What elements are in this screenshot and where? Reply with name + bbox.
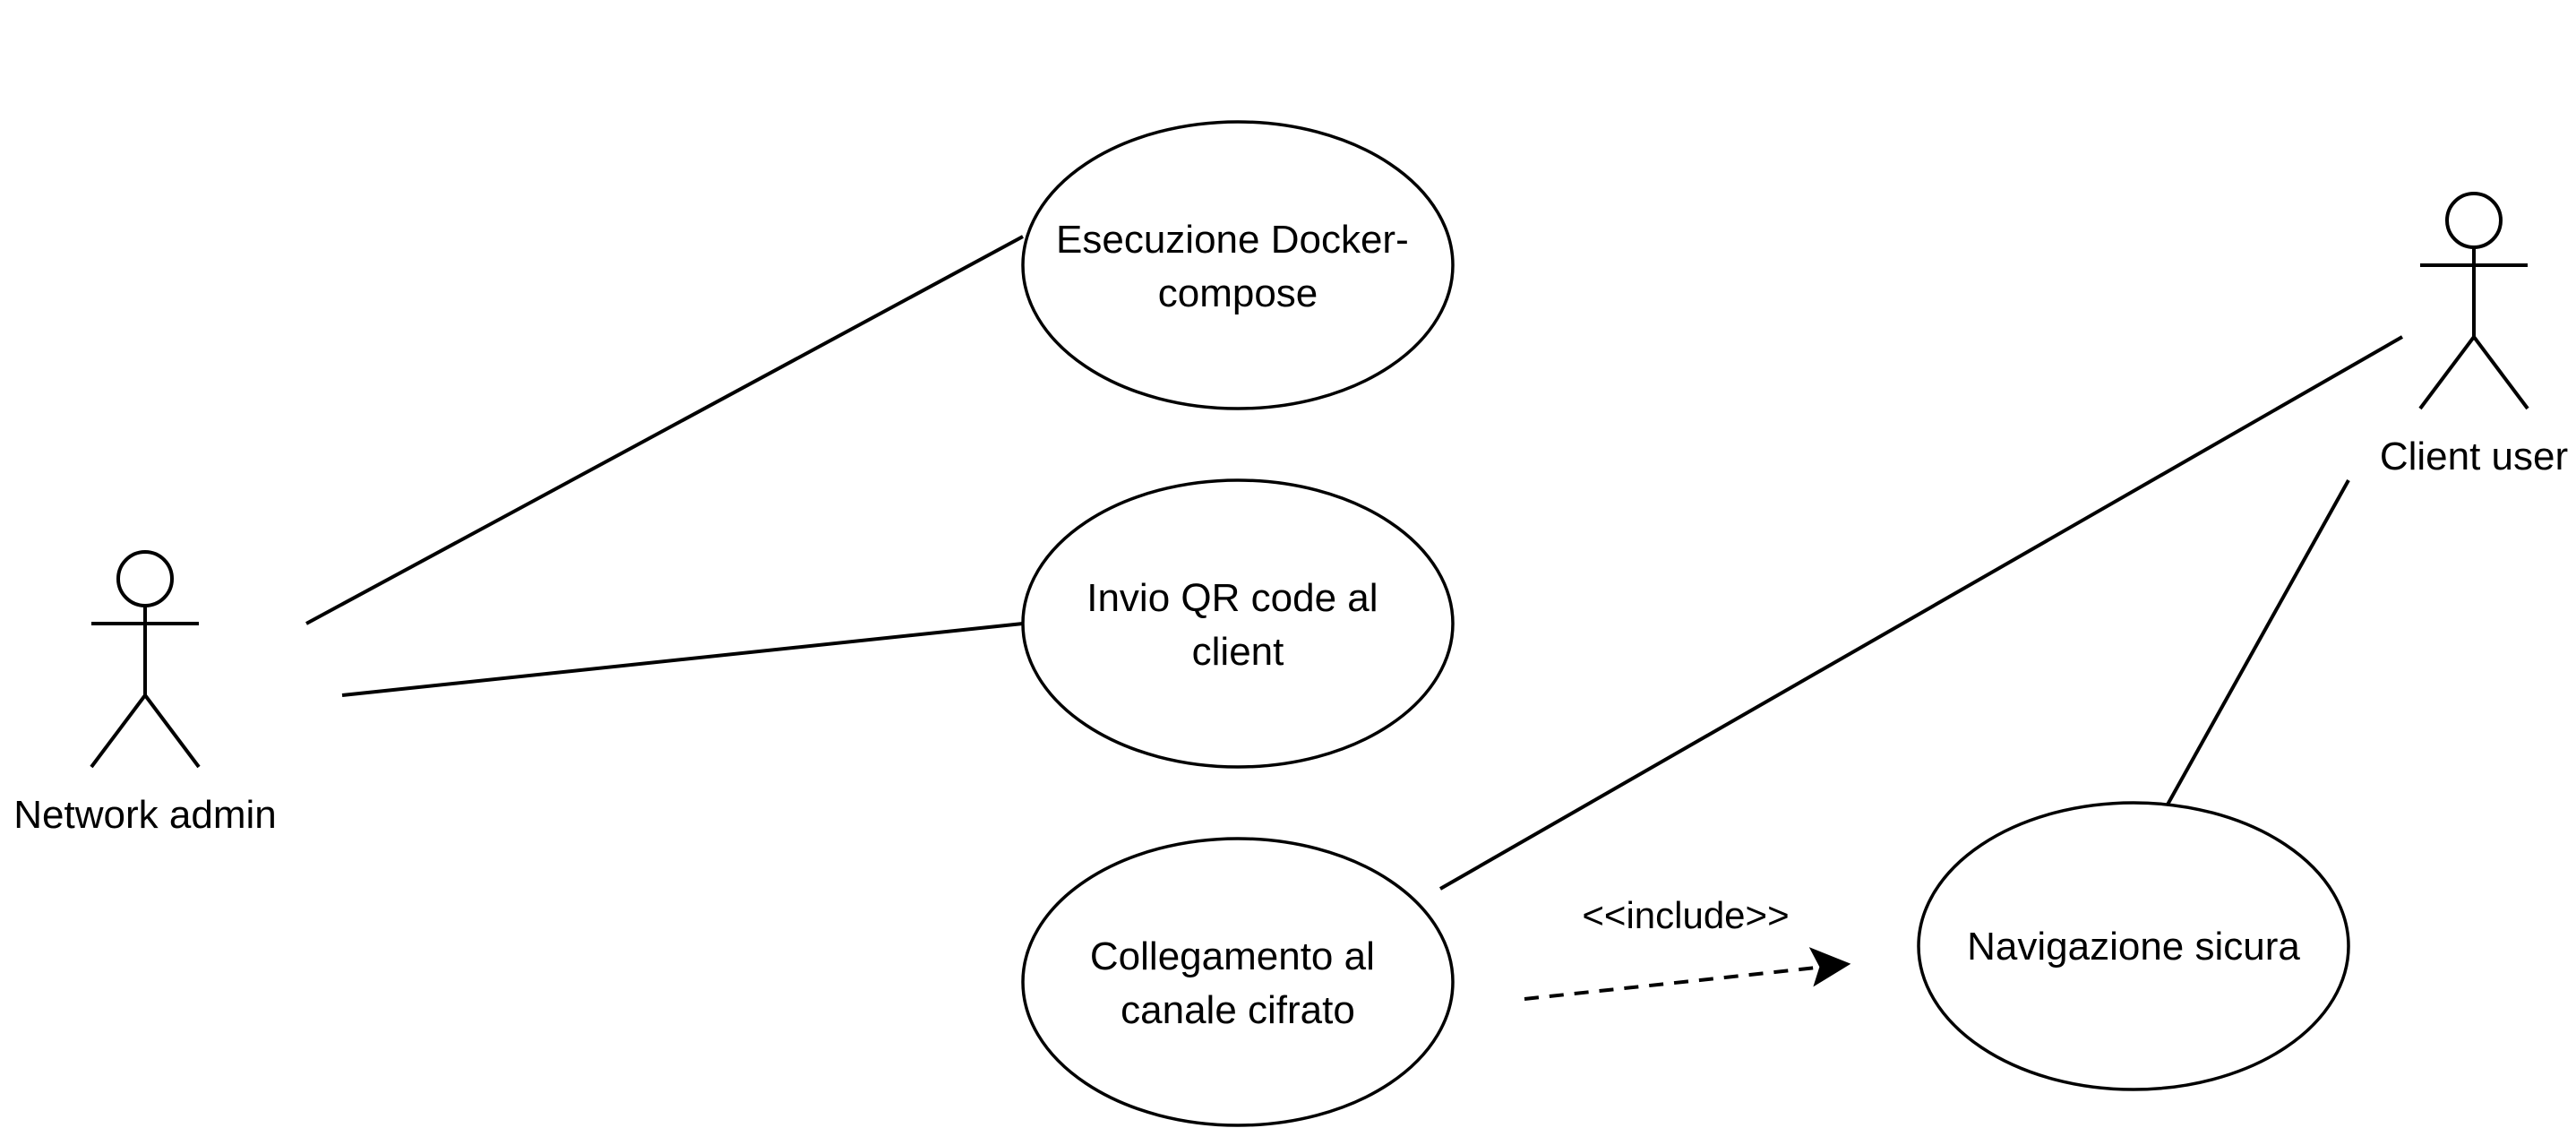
use-case-label: Navigazione sicura (1967, 925, 2300, 969)
use-case-label: Esecuzione Docker- compose (1056, 218, 1420, 315)
stick-figure-icon (2418, 192, 2529, 410)
use-case-navigazione-sicura: Navigazione sicura (1917, 801, 2350, 1091)
actor-client-user: Client user (2380, 192, 2568, 478)
use-case-label: Collegamento al canale cifrato (1090, 934, 1386, 1032)
use-case-label-line: canale cifrato (1121, 988, 1355, 1032)
use-case-label-line: client (1192, 630, 1284, 674)
actor-label-client-user: Client user (2380, 435, 2568, 478)
include-dashed-line (1524, 966, 1817, 1001)
use-case-label-line: Esecuzione Docker- (1056, 218, 1409, 262)
actor-network-admin: Network admin (13, 550, 277, 837)
use-case-invio-qr: Invio QR code al client (1021, 478, 1455, 769)
use-case-label: Invio QR code al client (1086, 576, 1389, 674)
use-case-label-line: Invio QR code al (1086, 576, 1378, 620)
stick-figure-icon (90, 550, 201, 769)
use-case-label-line: Collegamento al (1090, 934, 1375, 978)
use-case-label-line: Navigazione sicura (1967, 925, 2300, 969)
association-admin-docker (305, 235, 1024, 625)
use-case-docker-compose: Esecuzione Docker- compose (1021, 120, 1455, 410)
include-stereotype-label: <<include>> (1582, 894, 1789, 936)
include-dependency: <<include>> (1524, 894, 1851, 1001)
use-case-collegamento-canale: Collegamento al canale cifrato (1021, 837, 1455, 1127)
actor-label-network-admin: Network admin (13, 793, 276, 837)
association-client-navigazione (2166, 479, 2350, 805)
include-arrowhead (1808, 947, 1851, 987)
association-admin-qr (341, 622, 1024, 697)
association-client-canale (1439, 335, 2403, 891)
use-case-label-line: compose (1158, 271, 1318, 315)
